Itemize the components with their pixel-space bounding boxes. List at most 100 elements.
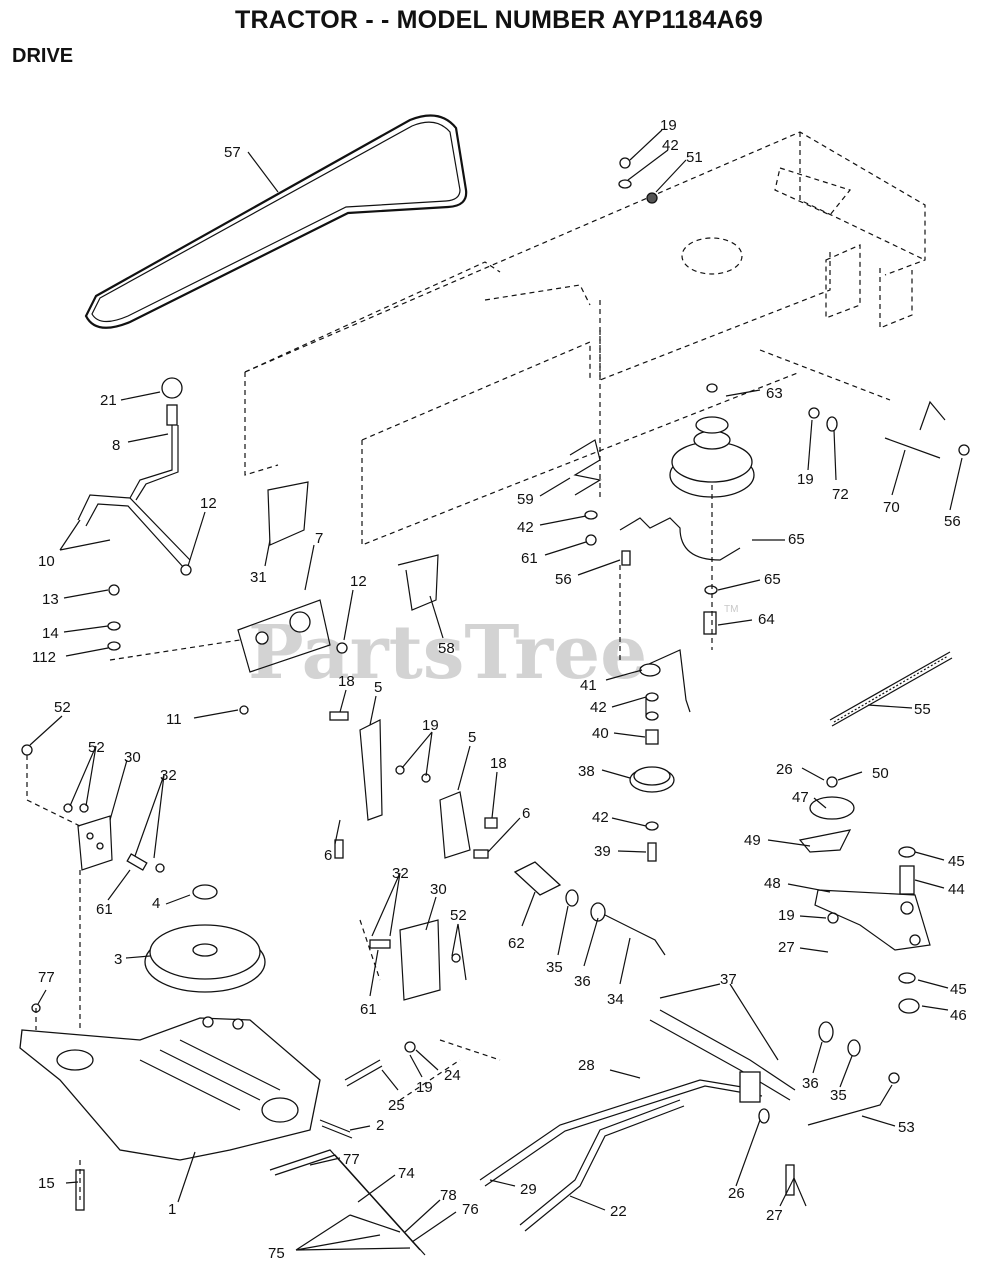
callout-8[interactable]: 8	[112, 437, 120, 454]
callout-56[interactable]: 56	[944, 513, 961, 530]
pulley-63	[669, 383, 755, 498]
callout-52[interactable]: 52	[88, 739, 105, 756]
callout-59[interactable]: 59	[517, 491, 534, 508]
callout-13[interactable]: 13	[42, 591, 59, 608]
callout-72[interactable]: 72	[832, 486, 849, 503]
callout-38[interactable]: 38	[578, 763, 595, 780]
callout-24[interactable]: 24	[444, 1067, 461, 1084]
callout-19[interactable]: 19	[778, 907, 795, 924]
callout-77[interactable]: 77	[343, 1151, 360, 1168]
callout-50[interactable]: 50	[872, 765, 889, 782]
callout-74[interactable]: 74	[398, 1165, 415, 1182]
callout-29[interactable]: 29	[520, 1181, 537, 1198]
watermark-trademark: TM	[724, 604, 738, 615]
callout-77[interactable]: 77	[38, 969, 55, 986]
callout-41[interactable]: 41	[580, 677, 597, 694]
callout-51[interactable]: 51	[686, 149, 703, 166]
callout-36[interactable]: 36	[574, 973, 591, 990]
callout-62[interactable]: 62	[508, 935, 525, 952]
callout-22[interactable]: 22	[610, 1203, 627, 1220]
callout-5[interactable]: 5	[374, 679, 382, 696]
callout-39[interactable]: 39	[594, 843, 611, 860]
callout-57[interactable]: 57	[224, 144, 241, 161]
callout-42[interactable]: 42	[590, 699, 607, 716]
callout-53[interactable]: 53	[898, 1119, 915, 1136]
callout-12[interactable]: 12	[350, 573, 367, 590]
callout-35[interactable]: 35	[830, 1087, 847, 1104]
watermark: PartsTree	[248, 610, 647, 696]
callout-58[interactable]: 58	[438, 640, 455, 657]
callout-19[interactable]: 19	[422, 717, 439, 734]
idler-assembly	[798, 796, 931, 951]
callout-61[interactable]: 61	[360, 1001, 377, 1018]
callout-7[interactable]: 7	[315, 530, 323, 547]
callout-52[interactable]: 52	[450, 907, 467, 924]
callout-65[interactable]: 65	[788, 531, 805, 548]
callout-31[interactable]: 31	[250, 569, 267, 586]
callout-6[interactable]: 6	[324, 847, 332, 864]
callout-61[interactable]: 61	[96, 901, 113, 918]
callout-45[interactable]: 45	[950, 981, 967, 998]
callout-32[interactable]: 32	[160, 767, 177, 784]
callout-42[interactable]: 42	[517, 519, 534, 536]
callout-47[interactable]: 47	[792, 789, 809, 806]
callout-32[interactable]: 32	[392, 865, 409, 882]
callout-19[interactable]: 19	[797, 471, 814, 488]
callout-61[interactable]: 61	[521, 550, 538, 567]
callout-11[interactable]: 11	[166, 711, 182, 728]
callout-27[interactable]: 27	[778, 939, 795, 956]
callout-46[interactable]: 46	[950, 1007, 967, 1024]
callout-75[interactable]: 75	[268, 1245, 285, 1262]
rod-linkage	[479, 1009, 900, 1232]
callout-30[interactable]: 30	[430, 881, 447, 898]
callout-18[interactable]: 18	[490, 755, 507, 772]
callout-52[interactable]: 52	[54, 699, 71, 716]
callout-2[interactable]: 2	[376, 1117, 384, 1134]
callout-48[interactable]: 48	[764, 875, 781, 892]
callout-45[interactable]: 45	[948, 853, 965, 870]
callout-26[interactable]: 26	[776, 761, 793, 778]
callout-3[interactable]: 3	[114, 951, 122, 968]
callout-18[interactable]: 18	[338, 673, 355, 690]
callout-42[interactable]: 42	[592, 809, 609, 826]
callout-15[interactable]: 15	[38, 1175, 55, 1192]
callout-27[interactable]: 27	[766, 1207, 783, 1224]
callout-112[interactable]: 112	[32, 649, 56, 666]
callout-6[interactable]: 6	[522, 805, 530, 822]
callout-12[interactable]: 12	[200, 495, 217, 512]
linkage-70	[884, 400, 946, 459]
callout-25[interactable]: 25	[388, 1097, 405, 1114]
callout-56[interactable]: 56	[555, 571, 572, 588]
callout-70[interactable]: 70	[883, 499, 900, 516]
callout-34[interactable]: 34	[607, 991, 624, 1008]
callout-21[interactable]: 21	[100, 392, 117, 409]
callout-4[interactable]: 4	[152, 895, 160, 912]
callout-36[interactable]: 36	[802, 1075, 819, 1092]
callout-30[interactable]: 30	[124, 749, 141, 766]
callout-10[interactable]: 10	[38, 553, 55, 570]
dashed-guides	[26, 330, 891, 1200]
callout-78[interactable]: 78	[440, 1187, 457, 1204]
callout-63[interactable]: 63	[766, 385, 783, 402]
callout-28[interactable]: 28	[578, 1057, 595, 1074]
spring-25	[344, 1059, 383, 1087]
callout-76[interactable]: 76	[462, 1201, 479, 1218]
callout-19[interactable]: 19	[660, 117, 677, 134]
callout-42[interactable]: 42	[662, 137, 679, 154]
clip-59	[569, 439, 602, 496]
callout-37[interactable]: 37	[720, 971, 737, 988]
callout-65[interactable]: 65	[764, 571, 781, 588]
callout-35[interactable]: 35	[546, 959, 563, 976]
callout-5[interactable]: 5	[468, 729, 476, 746]
bracket-58	[397, 554, 439, 611]
callout-19[interactable]: 19	[416, 1079, 433, 1096]
callout-26[interactable]: 26	[728, 1185, 745, 1202]
pulley-3	[144, 884, 266, 993]
callout-64[interactable]: 64	[758, 611, 775, 628]
callout-14[interactable]: 14	[42, 625, 59, 642]
callout-1[interactable]: 1	[168, 1201, 176, 1218]
callout-44[interactable]: 44	[948, 881, 965, 898]
callout-55[interactable]: 55	[914, 701, 931, 718]
callout-40[interactable]: 40	[592, 725, 609, 742]
callout-49[interactable]: 49	[744, 832, 761, 849]
